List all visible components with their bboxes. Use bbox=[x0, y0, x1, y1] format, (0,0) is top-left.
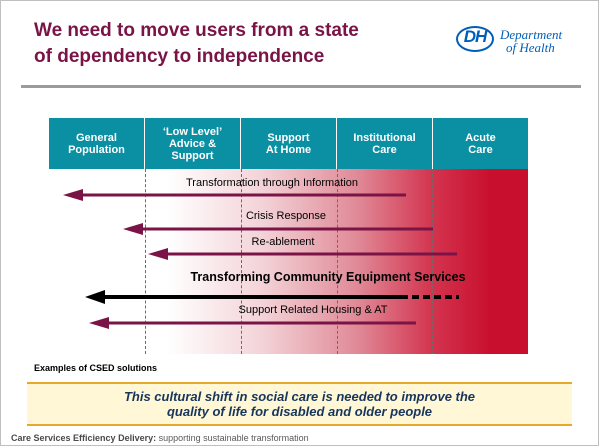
arrow-label-information: Transformation through Information bbox=[185, 177, 359, 189]
title-divider bbox=[21, 85, 581, 88]
header-cell-low-level-advice: ‘Low Level’ Advice & Support bbox=[145, 118, 241, 169]
department-of-health-logo: DH Department of Health bbox=[456, 23, 586, 61]
slide-title-line1: We need to move users from a state bbox=[34, 20, 359, 41]
slide-title: We need to move users from a state of de… bbox=[34, 18, 454, 70]
header-cell-general-population: General Population bbox=[49, 118, 145, 169]
arrow-head-icon bbox=[89, 317, 109, 329]
logo-line1: Department bbox=[500, 27, 563, 42]
footer-bold: Care Services Efficiency Delivery: bbox=[11, 433, 157, 443]
logo-line2: of Health bbox=[506, 40, 555, 55]
footer: Care Services Efficiency Delivery: suppo… bbox=[11, 433, 309, 443]
column-divider bbox=[145, 169, 146, 354]
column-divider bbox=[241, 169, 242, 354]
header-cell-institutional-care: Institutional Care bbox=[337, 118, 433, 169]
arrow-head-icon bbox=[123, 223, 143, 235]
arrow-label-community-equipment: Transforming Community Equipment Service… bbox=[190, 270, 466, 284]
footer-rest: supporting sustainable transformation bbox=[156, 433, 309, 443]
slide-title-line2: of dependency to independence bbox=[34, 46, 325, 67]
care-stage-header: General Population ‘Low Level’ Advice & … bbox=[49, 118, 528, 169]
header-cell-support-at-home: Support At Home bbox=[241, 118, 337, 169]
column-divider bbox=[337, 169, 338, 354]
arrow-head-icon bbox=[85, 290, 105, 304]
dh-badge-text: DH bbox=[463, 27, 488, 46]
arrow-label-housing-at: Support Related Housing & AT bbox=[238, 304, 388, 316]
logo-wordmark: Department of Health bbox=[500, 28, 562, 54]
examples-caption: Examples of CSED solutions bbox=[34, 363, 158, 373]
header-cell-acute-care: Acute Care bbox=[465, 131, 496, 156]
column-divider bbox=[432, 169, 433, 354]
dh-badge-icon bbox=[456, 26, 494, 52]
callout-line2: quality of life for disabled and older p… bbox=[166, 404, 433, 419]
callout-box: This cultural shift in social care is ne… bbox=[27, 382, 572, 426]
callout-line1: This cultural shift in social care is ne… bbox=[123, 389, 476, 404]
arrow-head-icon bbox=[148, 248, 168, 260]
arrow-label-crisis-response: Crisis Response bbox=[245, 210, 327, 222]
arrow-head-icon bbox=[63, 189, 83, 201]
arrow-label-re-ablement: Re-ablement bbox=[251, 236, 315, 248]
